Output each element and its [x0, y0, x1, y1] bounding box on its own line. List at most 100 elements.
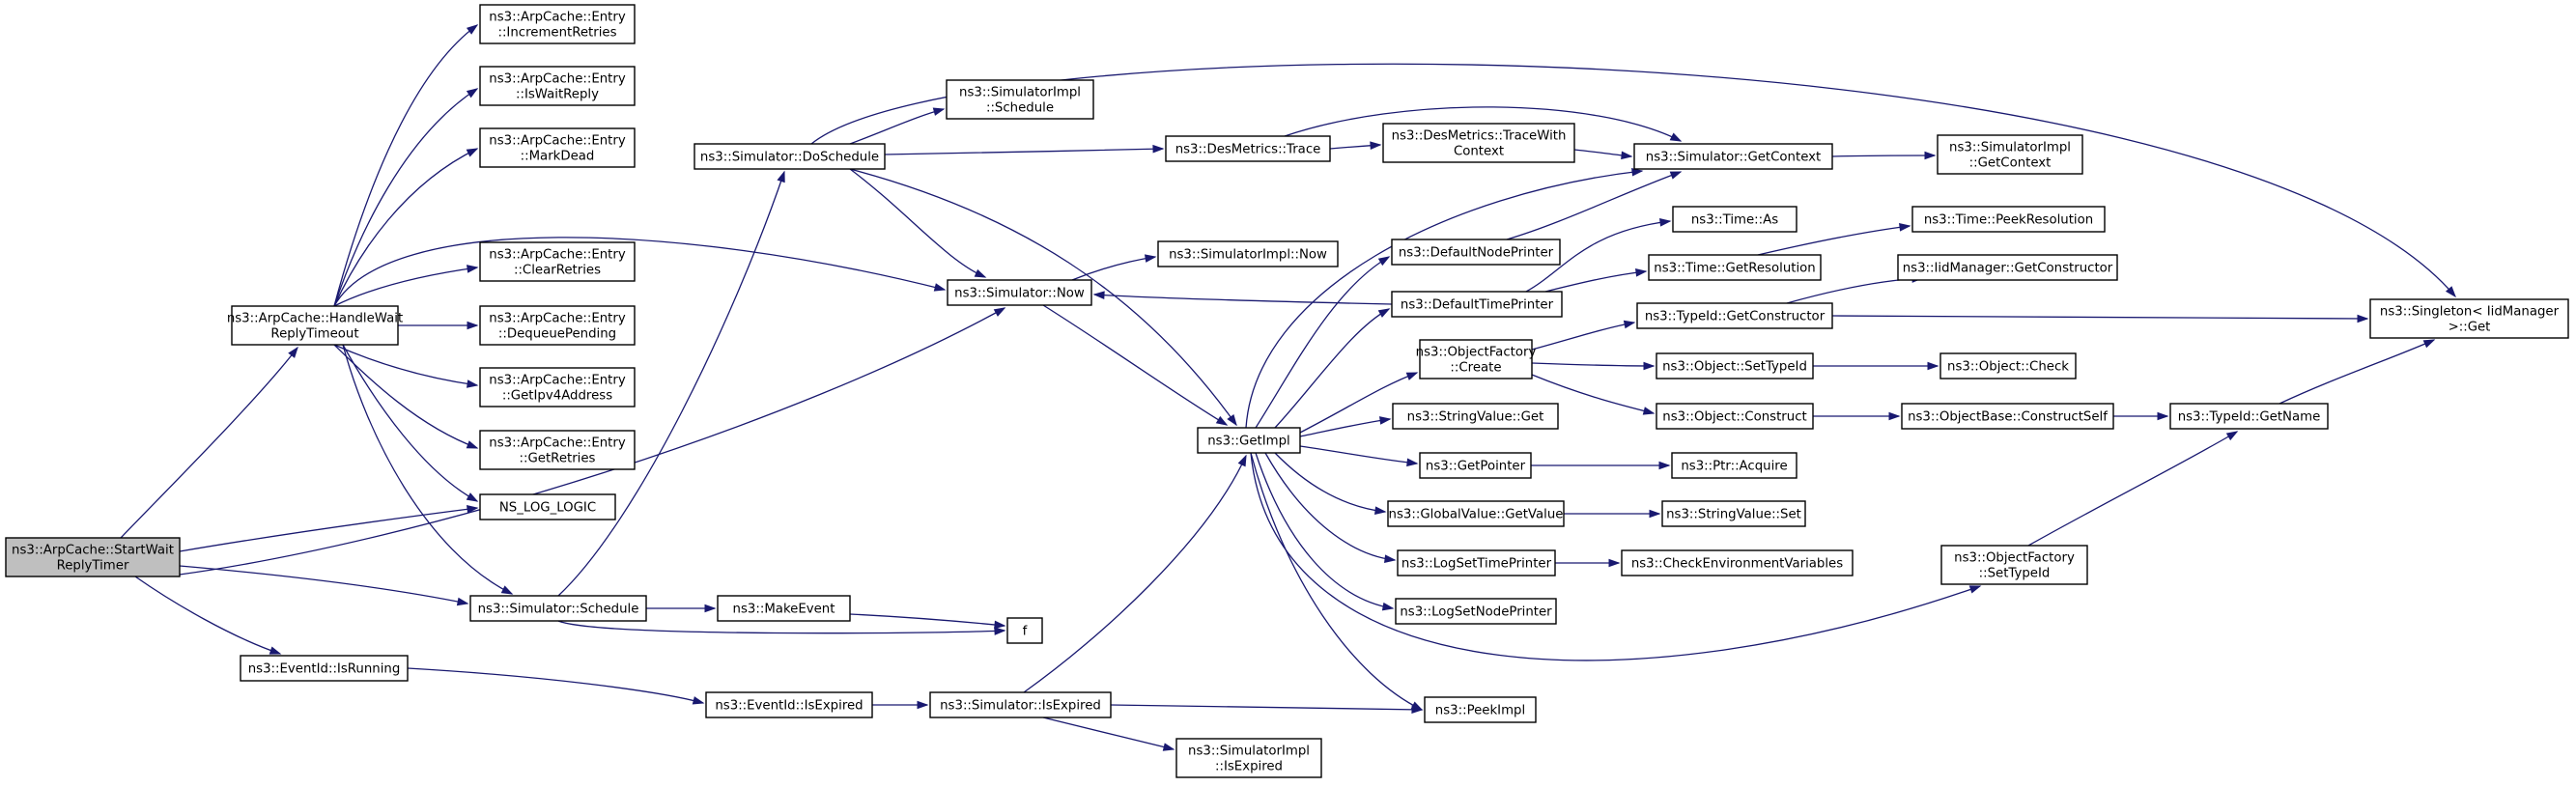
node-clearret[interactable]: ns3::ArpCache::Entry::ClearRetries	[479, 241, 636, 282]
node-ofcreate[interactable]: ns3::ObjectFactory::Create	[1416, 339, 1537, 379]
node-label: ::MarkDead	[521, 150, 595, 164]
call-edges	[120, 24, 2456, 751]
node-gvget[interactable]: ns3::GlobalValue::GetValue	[1387, 500, 1565, 527]
edge-arrowhead	[2225, 431, 2239, 441]
node-implschedule[interactable]: ns3::SimulatorImpl::Schedule	[946, 79, 1094, 120]
node-getpointer[interactable]: ns3::GetPointer	[1419, 452, 1532, 479]
node-label: ns3::Simulator::DoSchedule	[700, 151, 879, 165]
node-implctx[interactable]: ns3::SimulatorImpl::GetContext	[1937, 134, 2083, 175]
node-now[interactable]: ns3::Simulator::Now	[947, 279, 1092, 306]
edge-arrowhead	[1370, 141, 1382, 151]
edge-arrowhead	[1659, 218, 1672, 227]
edge-line	[849, 613, 1005, 627]
edge-arrowhead	[1092, 291, 1105, 299]
node-eventexpired[interactable]: ns3::EventId::IsExpired	[705, 691, 873, 718]
node-deftime[interactable]: ns3::DefaultTimePrinter	[1391, 291, 1563, 318]
edge-line	[849, 168, 986, 278]
node-label: ns3::LogSetNodePrinter	[1400, 605, 1552, 620]
node-dequeue[interactable]: ns3::ArpCache::Entry::DequeuePending	[479, 305, 636, 346]
node-lognode[interactable]: ns3::LogSetNodePrinter	[1395, 598, 1557, 625]
edge-arrowhead	[1215, 415, 1229, 426]
node-getimpl[interactable]: ns3::GetImpl	[1197, 427, 1301, 454]
edge-arrowhead	[974, 268, 987, 278]
node-label: ReplyTimeout	[270, 327, 358, 342]
edge-typegetname-to-singleton	[2279, 339, 2436, 405]
edge-arrowhead	[1152, 144, 1165, 154]
edge-getimpl-to-getpointer	[1299, 445, 1419, 467]
node-settypeid[interactable]: ns3::Object::SetTypeId	[1656, 352, 1814, 379]
edge-arrowhead	[467, 505, 479, 514]
node-box	[705, 691, 873, 718]
node-label: ::SetTypeId	[1979, 567, 2051, 581]
edge-line	[1245, 170, 1643, 429]
node-label: ReplyTimer	[57, 559, 129, 574]
node-box	[479, 127, 636, 168]
edge-getimpl-to-deftime	[1274, 308, 1391, 429]
node-constructself[interactable]: ns3::ObjectBase::ConstructSelf	[1901, 403, 2114, 430]
node-iidctor[interactable]: ns3::IidManager::GetConstructor	[1897, 254, 2118, 281]
node-objcheck[interactable]: ns3::Object::Check	[1939, 352, 2077, 379]
node-destrace[interactable]: ns3::DesMetrics::Trace	[1165, 135, 1331, 162]
node-box	[479, 241, 636, 282]
node-label: ns3::ArpCache::Entry	[489, 134, 626, 149]
edge-arrowhead	[1410, 701, 1424, 711]
node-singleton[interactable]: ns3::Singleton< IidManager>::Get	[2369, 298, 2569, 339]
node-implexpired[interactable]: ns3::SimulatorImpl::IsExpired	[1175, 738, 1322, 778]
edge-getimpl-to-peekimpl	[1250, 452, 1424, 711]
edge-ofcreate-to-typeidctor	[1531, 320, 1636, 351]
node-schedule[interactable]: ns3::Simulator::Schedule	[469, 595, 647, 622]
node-markdead[interactable]: ns3::ArpCache::Entry::MarkDead	[479, 127, 636, 168]
node-typeidctor[interactable]: ns3::TypeId::GetConstructor	[1636, 302, 1833, 329]
edge-line	[1831, 315, 2368, 320]
node-label: ns3::Simulator::Now	[954, 287, 1085, 301]
node-implnow[interactable]: ns3::SimulatorImpl::Now	[1157, 240, 1339, 267]
node-checkenv[interactable]: ns3::CheckEnvironmentVariables	[1621, 549, 1854, 576]
edge-line	[1531, 362, 1655, 367]
node-box	[1424, 696, 1537, 723]
edge-line	[179, 507, 478, 552]
edge-arrowhead	[1377, 256, 1391, 267]
node-peekimpl[interactable]: ns3::PeekImpl	[1424, 696, 1537, 723]
node-ptracquire[interactable]: ns3::Ptr::Acquire	[1671, 452, 1798, 479]
edge-line	[333, 88, 478, 307]
node-getcontext[interactable]: ns3::Simulator::GetContext	[1633, 143, 1833, 170]
node-label: ::DequeuePending	[498, 327, 616, 342]
node-box	[1656, 352, 1814, 379]
node-iswait[interactable]: ns3::ArpCache::Entry::IsWaitReply	[479, 66, 636, 106]
edge-deftime-to-now	[1092, 291, 1393, 305]
node-label: ns3::ArpCache::Entry	[489, 374, 626, 388]
edge-objconstruct-to-constructself	[1813, 411, 1901, 421]
node-makeevent[interactable]: ns3::MakeEvent	[717, 595, 851, 622]
node-defnode[interactable]: ns3::DefaultNodePrinter	[1391, 239, 1561, 266]
node-peekres[interactable]: ns3::Time::PeekResolution	[1911, 206, 2106, 233]
edge-arrowhead	[1635, 267, 1648, 277]
node-logtime[interactable]: ns3::LogSetTimePrinter	[1397, 549, 1556, 576]
node-f[interactable]: f	[1006, 617, 1043, 644]
edge-getimpl-to-defnode	[1255, 256, 1391, 429]
node-typegetname[interactable]: ns3::TypeId::GetName	[2169, 403, 2329, 430]
node-getipv4[interactable]: ns3::ArpCache::Entry::GetIpv4Address	[479, 367, 636, 408]
edge-line	[407, 667, 704, 704]
edge-start-to-now	[179, 307, 1006, 576]
edge-arrowhead	[467, 379, 479, 388]
node-simexpired[interactable]: ns3::Simulator::IsExpired	[929, 691, 1112, 718]
edge-line	[1023, 455, 1247, 693]
node-doschedule[interactable]: ns3::Simulator::DoSchedule	[694, 143, 886, 170]
node-nslog[interactable]: NS_LOG_LOGIC	[479, 493, 616, 520]
edge-line	[1786, 277, 1923, 304]
edge-getimpl-to-ofcreate	[1299, 372, 1419, 434]
node-timeas[interactable]: ns3::Time::As	[1672, 206, 1798, 233]
node-eventrunning[interactable]: ns3::EventId::IsRunning	[240, 655, 409, 682]
node-strset[interactable]: ns3::StringValue::Set	[1661, 500, 1806, 527]
edge-destrace-to-getcontext	[1284, 106, 1683, 142]
node-strget[interactable]: ns3::StringValue::Get	[1392, 403, 1559, 430]
node-timeres[interactable]: ns3::Time::GetResolution	[1648, 254, 1822, 281]
node-incr[interactable]: ns3::ArpCache::Entry::IncrementRetries	[479, 4, 636, 44]
node-ofsettypeid[interactable]: ns3::ObjectFactory::SetTypeId	[1940, 545, 2088, 585]
node-getretries[interactable]: ns3::ArpCache::Entry::GetRetries	[479, 430, 636, 470]
edge-deftime-to-timeres	[1544, 267, 1648, 293]
node-objconstruct[interactable]: ns3::Object::Construct	[1656, 403, 1814, 430]
